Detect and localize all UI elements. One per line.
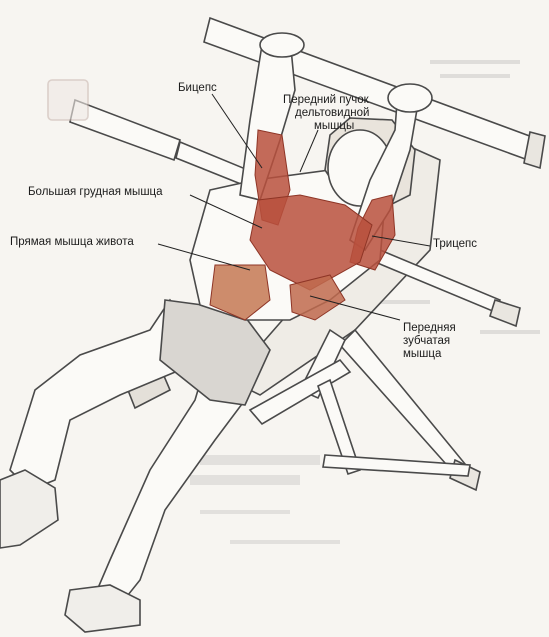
label-pectoralis-major: Большая грудная мышца [28,186,163,199]
label-serratus-anterior-2: зубчатая [403,335,450,348]
label-serratus-anterior-1: Передняя [403,322,456,335]
label-triceps: Трицепс [433,238,477,251]
label-anterior-deltoid-2: дельтовидной [295,107,369,120]
label-anterior-deltoid-1: Передний пучок [283,94,369,107]
label-anterior-deltoid-3: мышцы [314,120,354,133]
label-serratus-anterior-3: мышца [403,348,441,361]
label-rectus-abdominis: Прямая мышца живота [10,236,134,249]
label-biceps: Бицепс [178,82,217,95]
